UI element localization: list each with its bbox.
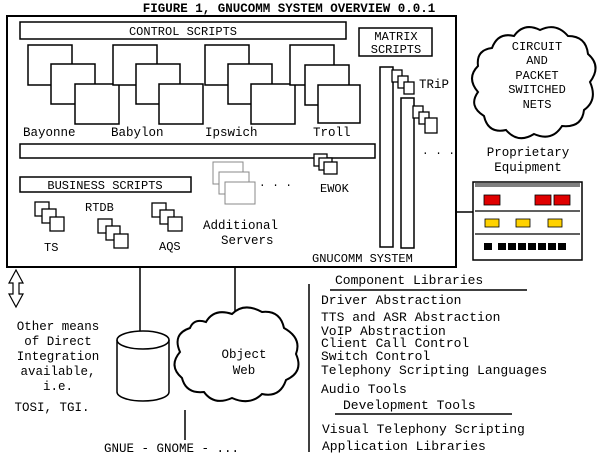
business-scripts-label: BUSINESS SCRIPTS — [47, 179, 162, 193]
server-label-ipswich: Ipswich — [205, 126, 258, 140]
other-means-line-4: available, — [20, 365, 95, 379]
development-tool-item: Visual Telephony Scripting — [322, 422, 525, 437]
object-web-cloud — [173, 306, 300, 403]
other-means-line-3: Integration — [17, 350, 100, 364]
matrix-extra-boxes — [424, 117, 438, 134]
additional-servers-pages — [212, 161, 256, 205]
business-item-aqs-boxes — [151, 202, 183, 232]
matrix-scripts-label-2: SCRIPTS — [371, 43, 421, 57]
other-means-line-2: of Direct — [24, 335, 92, 349]
proprietary-equipment-rack — [472, 181, 583, 261]
component-library-item: Client Call Control — [321, 336, 469, 351]
additional-servers-label-2: Servers — [221, 234, 274, 248]
server-label-troll: Troll — [313, 126, 351, 140]
additional-servers-label-bg — [199, 210, 302, 253]
server-group-troll — [289, 44, 361, 124]
additional-servers-ellipsis: . . . — [259, 178, 292, 190]
equipment-led-yellow-2 — [515, 218, 531, 228]
business-item-ts: TS — [44, 241, 58, 255]
nets-cloud-line-4: SWITCHED — [508, 83, 566, 97]
component-library-item: TTS and ASR Abstraction — [321, 310, 500, 325]
nets-cloud-line-1: CIRCUIT — [512, 40, 562, 54]
object-web-line-1: Object — [221, 348, 266, 362]
server-label-bayonne: Bayonne — [23, 126, 76, 140]
object-web-line-2: Web — [233, 364, 256, 378]
bidirectional-arrow-icon — [7, 268, 25, 309]
equipment-led-yellow-1 — [484, 218, 500, 228]
component-libraries-heading: Component Libraries — [335, 273, 483, 288]
server-group-babylon — [112, 44, 204, 125]
business-item-rtdb: RTDB — [85, 201, 114, 215]
gnucomm-system-frame — [6, 15, 457, 268]
business-scripts-bar — [19, 176, 192, 193]
component-library-item: Driver Abstraction — [321, 293, 461, 308]
component-library-item: Telephony Scripting Languages — [321, 363, 547, 378]
equipment-led-red-2 — [534, 194, 552, 206]
server-group-bayonne — [27, 44, 120, 125]
development-tool-item: Application Libraries — [322, 439, 486, 454]
matrix-ellipsis: . . . — [422, 146, 455, 158]
nets-cloud-line-5: NETS — [523, 98, 552, 112]
equipment-led-red-1 — [483, 194, 501, 206]
server-label-babylon: Babylon — [111, 126, 164, 140]
other-means-line-5: i.e. — [43, 380, 73, 394]
circuit-packet-nets-cloud — [471, 26, 597, 140]
middle-bus-bar — [19, 143, 376, 159]
matrix-scripts-box — [358, 27, 433, 57]
additional-servers-label-1: Additional — [203, 219, 278, 233]
control-scripts-bar — [19, 21, 347, 40]
other-means-line-6: TOSI, TGI. — [14, 401, 89, 415]
component-library-item: VoIP Abstraction — [321, 324, 446, 339]
ewok-label: EWOK — [320, 182, 350, 196]
business-item-ts-boxes — [34, 201, 65, 232]
equipment-led-red-3 — [553, 194, 571, 206]
control-scripts-label: CONTROL SCRIPTS — [129, 25, 237, 39]
matrix-bar-1 — [379, 66, 394, 248]
trip-label: TRiP — [419, 78, 449, 92]
ewok-boxes — [323, 161, 338, 175]
business-item-rtdb-boxes — [97, 218, 129, 249]
database-cylinder-icon — [116, 330, 170, 402]
matrix-bar-2 — [400, 97, 415, 249]
other-means-line-1: Other means — [17, 320, 100, 334]
gnue-gnome-label: GNUE - GNOME - ... — [104, 442, 239, 456]
business-item-aqs: AQS — [159, 240, 181, 254]
component-library-item: Switch Control — [321, 349, 430, 364]
trip-boxes — [403, 81, 415, 95]
equipment-led-yellow-3 — [547, 218, 563, 228]
proprietary-label-1: Proprietary — [487, 146, 570, 160]
nets-cloud-line-3: PACKET — [515, 69, 558, 83]
nets-cloud-line-2: AND — [526, 54, 548, 68]
server-group-ipswich — [204, 44, 296, 125]
gnucomm-system-label: GNUCOMM SYSTEM — [312, 252, 413, 266]
matrix-scripts-label-1: MATRIX — [374, 30, 417, 44]
component-library-item: Audio Tools — [321, 382, 407, 397]
figure-title: FIGURE 1, GNUCOMM SYSTEM OVERVIEW 0.0.1 — [143, 2, 436, 16]
development-tools-heading: Development Tools — [343, 398, 476, 413]
proprietary-label-2: Equipment — [494, 161, 562, 175]
